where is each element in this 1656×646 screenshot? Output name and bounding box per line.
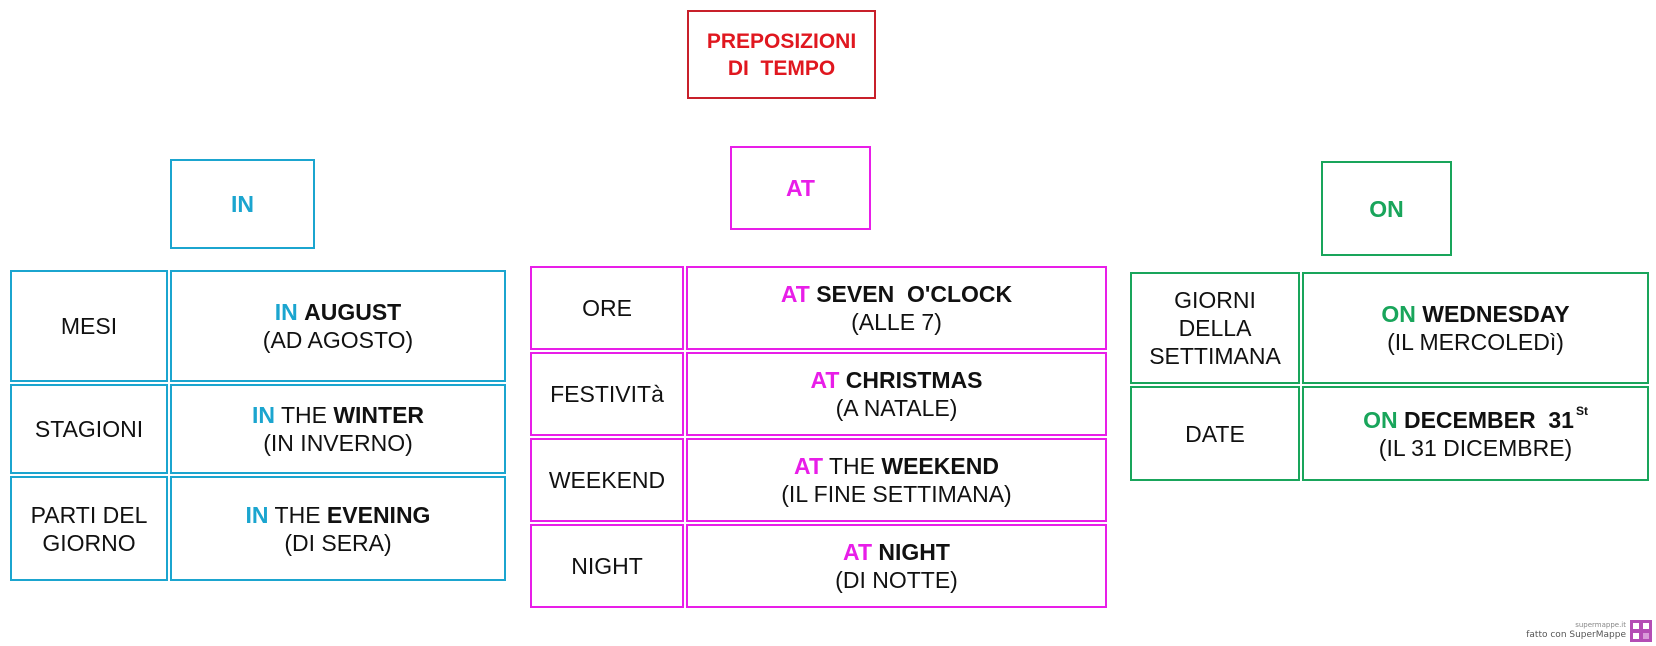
translation: (IL FINE SETTIMANA) (781, 481, 1012, 507)
title-line-1: PREPOSIZIONI (706, 29, 857, 53)
article: THE (274, 501, 321, 528)
in-example-evening: IN THE EVENING (DI SERA) (170, 476, 506, 581)
example-word: AUGUST (304, 299, 402, 325)
in-header-label: IN (231, 191, 254, 217)
example-word: WEEKEND (881, 453, 999, 479)
footer-credit: supermappe.it fatto con SuperMappe (1526, 620, 1626, 640)
example-word: NIGHT (878, 539, 950, 565)
at-example-the-weekend: AT THE WEEKEND (IL FINE SETTIMANA) (686, 438, 1107, 522)
on-header-label: ON (1369, 195, 1404, 222)
at-category-weekend: WEEKEND (530, 438, 684, 522)
at-category-night: NIGHT (530, 524, 684, 608)
title-line-2: DI TEMPO (727, 56, 836, 80)
example-word: EVENING (326, 501, 431, 528)
at-category-ore: ORE (530, 266, 684, 350)
in-category-stagioni: STAGIONI (10, 384, 168, 474)
on-example-wednesday: ON WEDNESDAY (IL MERCOLEDì) (1302, 272, 1649, 384)
ordinal-suffix: St (1575, 403, 1588, 418)
at-example-seven-oclock: AT SEVEN O'CLOCK (ALLE 7) (686, 266, 1107, 350)
category-label: DATE (1185, 420, 1245, 447)
in-category-mesi: MESI (10, 270, 168, 382)
on-header: ON (1321, 161, 1452, 256)
supermappe-logo-icon (1630, 620, 1652, 642)
example-word: DECEMBER 31 (1403, 406, 1574, 433)
at-header-label: AT (786, 175, 815, 201)
at-header: AT (730, 146, 871, 230)
prep-word: IN (245, 501, 269, 528)
prep-word: AT (794, 453, 823, 479)
translation: (AD AGOSTO) (262, 327, 414, 353)
example-word: CHRISTMAS (845, 367, 983, 393)
in-example-winter: IN THE WINTER (IN INVERNO) (170, 384, 506, 474)
category-label: ORE (582, 295, 632, 321)
article: THE (828, 453, 875, 479)
footer-made-with: fatto con SuperMappe (1526, 630, 1626, 640)
at-category-festivita: FESTIVITà (530, 352, 684, 436)
category-label-line-1: PARTI DEL (30, 501, 148, 528)
category-label: STAGIONI (34, 416, 144, 442)
category-label-line-2: GIORNO (42, 529, 136, 556)
category-label-line-3: SETTIMANA (1149, 343, 1281, 369)
in-category-parti-del-giorno: PARTI DEL GIORNO (10, 476, 168, 581)
prep-word: ON (1381, 301, 1416, 327)
translation: (IN INVERNO) (263, 430, 413, 456)
category-label-line-2: DELLA (1178, 315, 1252, 341)
category-label: FESTIVITà (550, 381, 664, 407)
prep-word: AT (780, 281, 810, 307)
at-example-night: AT NIGHT (DI NOTTE) (686, 524, 1107, 608)
category-label: WEEKEND (548, 467, 666, 493)
category-label-line-1: GIORNI (1174, 287, 1256, 313)
translation: (IL 31 DICEMBRE) (1378, 434, 1573, 461)
prep-word: IN (274, 299, 298, 325)
at-example-christmas: AT CHRISTMAS (A NATALE) (686, 352, 1107, 436)
example-word: SEVEN O'CLOCK (816, 281, 1013, 307)
example-word: WINTER (333, 402, 425, 428)
translation: (DI SERA) (284, 529, 392, 556)
article: THE (280, 402, 327, 428)
title-box: PREPOSIZIONI DI TEMPO (687, 10, 876, 99)
on-category-giorni-della-settimana: GIORNI DELLA SETTIMANA (1130, 272, 1300, 384)
in-example-august: IN AUGUST (AD AGOSTO) (170, 270, 506, 382)
category-label: NIGHT (571, 553, 643, 579)
translation: (A NATALE) (835, 395, 958, 421)
prep-word: AT (843, 539, 872, 565)
in-header: IN (170, 159, 315, 249)
prep-word: AT (810, 367, 840, 393)
example-word: WEDNESDAY (1422, 301, 1570, 327)
translation: (DI NOTTE) (835, 567, 958, 593)
on-category-date: DATE (1130, 386, 1300, 481)
category-label: MESI (60, 313, 118, 339)
prep-word: ON (1363, 406, 1398, 433)
translation: (ALLE 7) (851, 309, 942, 335)
translation: (IL MERCOLEDì) (1387, 329, 1564, 355)
prep-word: IN (251, 402, 275, 428)
footer-site: supermappe.it (1575, 621, 1626, 629)
